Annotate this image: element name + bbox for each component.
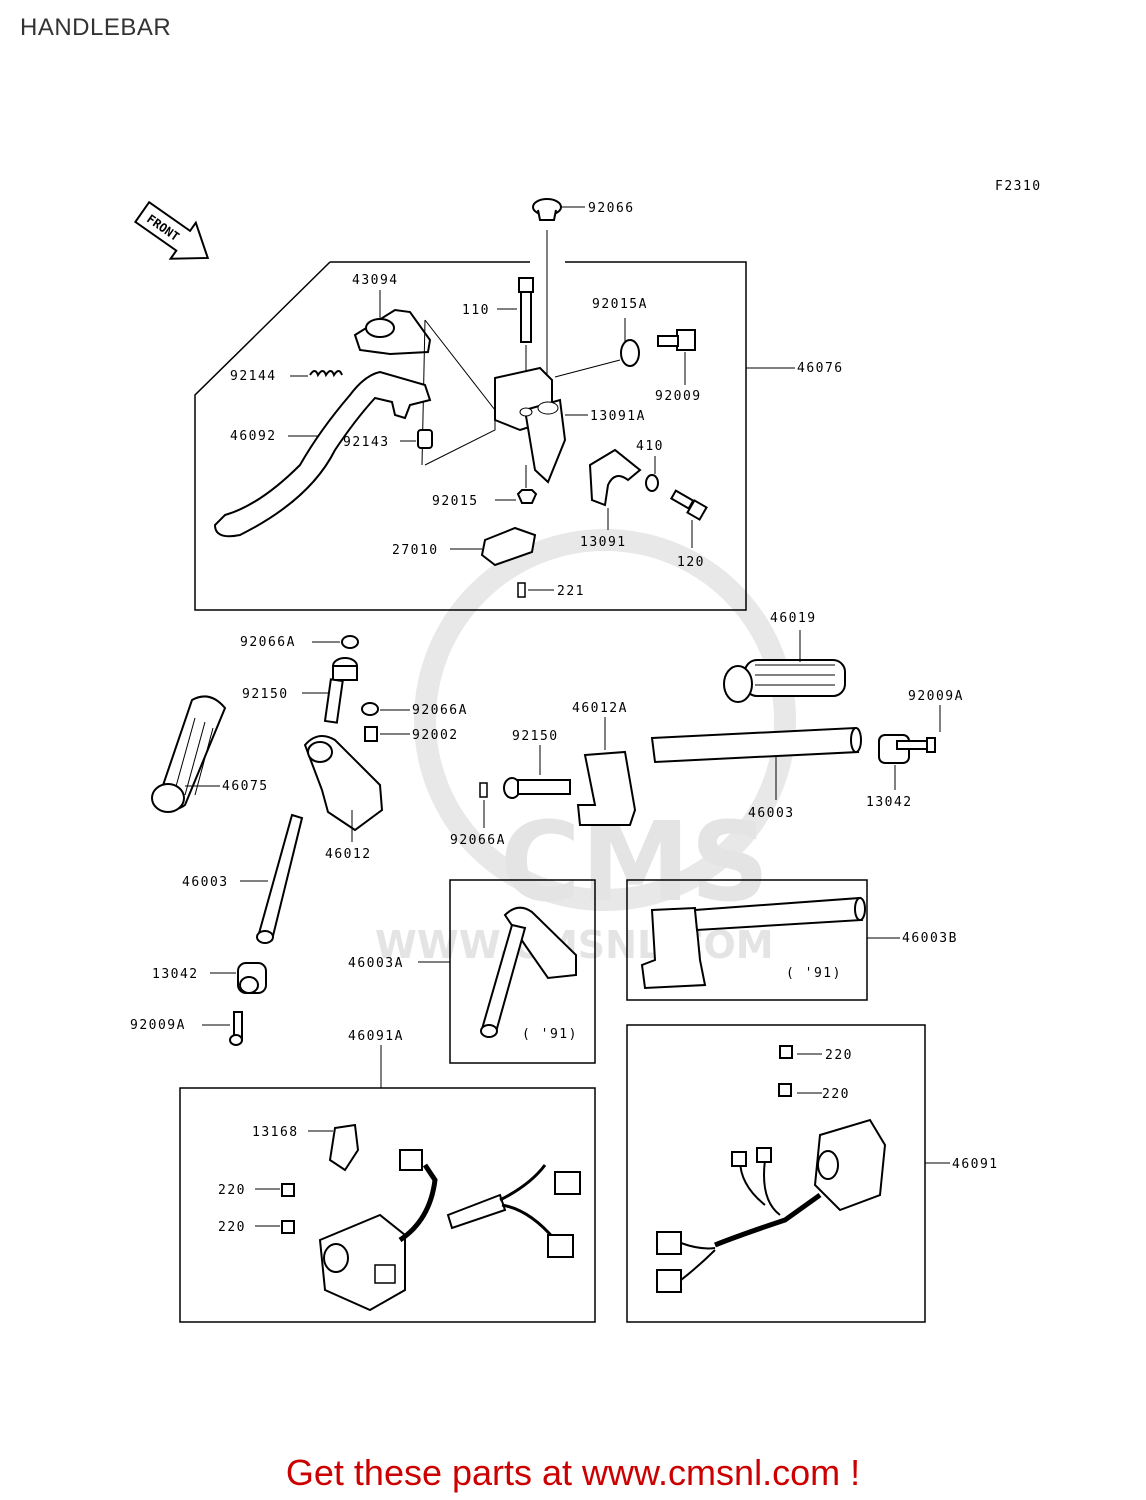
switch-27010 [450,526,537,567]
part-label-46003-2: 46003 [748,806,795,821]
part-label-220-1: 220 [218,1183,246,1198]
part-label-92066a-2: 92066A [412,703,468,718]
part-label-46012a: 46012A [572,701,628,716]
part-label-46003b: 46003B [902,931,958,946]
weight-13042-1 [210,962,267,994]
switch-housing-right [656,1045,887,1293]
washer-92066a-3 [479,782,488,828]
part-label-92009a-2: 92009A [130,1018,186,1033]
part-label-13091: 13091 [580,535,627,550]
part-label-46091a: 46091A [348,1029,404,1044]
nut-92015 [495,465,538,504]
part-label-110: 110 [462,303,490,318]
part-label-13168: 13168 [252,1125,299,1140]
part-label-92009: 92009 [655,389,702,404]
reservoir-cover-43094 [353,290,432,356]
year-note-46003a: ( '91) [522,1027,578,1042]
part-label-410: 410 [636,439,664,454]
part-label-46019: 46019 [770,611,817,626]
cap-92066 [532,198,585,410]
part-label-27010: 27010 [392,543,439,558]
part-label-92143: 92143 [343,435,390,450]
part-label-92150-1: 92150 [242,687,289,702]
screw-120 [669,489,708,548]
part-label-46091: 46091 [952,1157,999,1172]
part-label-92015a: 92015A [592,297,648,312]
nut-92015a [554,318,640,378]
clamp-13091 [588,448,642,530]
screw-92009 [657,329,696,385]
part-label-120: 120 [677,555,705,570]
part-label-46003-1: 46003 [182,875,229,890]
part-label-220-2: 220 [218,1220,246,1235]
part-label-92066a-1: 92066A [240,635,296,650]
box-46091 [626,1024,926,1323]
tube-46003-1 [240,813,304,944]
collar-92143 [400,429,433,449]
bolt-92009a-1 [896,705,941,753]
bolt-92150-1 [302,657,358,724]
figure-code: F2310 [995,179,1042,194]
washer-92066a-1 [312,635,359,649]
part-label-221: 221 [557,584,585,599]
washer-92066a-2 [361,702,410,716]
part-label-46075: 46075 [222,779,269,794]
part-label-13091a: 13091A [590,409,646,424]
washer-410 [645,456,659,492]
part-label-46003a: 46003A [348,956,404,971]
spring-92144 [290,370,343,378]
box-46091a [179,1087,596,1323]
tube-46003-2 [650,726,862,800]
part-label-92009a-1: 92009A [908,689,964,704]
part-label-92150-2: 92150 [512,729,559,744]
bolt-92009a-2 [202,1011,243,1046]
part-label-220-4: 220 [822,1087,850,1102]
watermark-brand: CMS [500,798,769,926]
handlebar-46003b [640,896,866,990]
box-46003b [626,879,868,1001]
part-label-92066: 92066 [588,201,635,216]
part-label-46012: 46012 [325,847,372,862]
year-note-46003b: ( '91) [786,966,842,981]
part-label-92015: 92015 [432,494,479,509]
front-arrow: FRONT [133,200,210,260]
page-title: HANDLEBAR [20,14,172,41]
part-label-13042-2: 13042 [866,795,913,810]
watermark: CMS WWW.CMSNL.COM [375,529,796,967]
footer-link[interactable]: Get these parts at www.cmsnl.com ! [285,1452,861,1493]
box-46003a [449,879,596,1064]
clamp-46012a [576,717,637,826]
parts-diagram: CMS WWW.CMSNL.COM F2310 FRONT 92066 4309… [130,179,1042,1323]
part-label-92144: 92144 [230,369,277,384]
part-label-46092: 46092 [230,429,277,444]
grip-46019 [723,630,846,703]
screw-221 [517,582,554,598]
grip-46075 [151,695,227,813]
switch-housing-left [255,1123,581,1312]
part-label-46076: 46076 [797,361,844,376]
part-label-92002: 92002 [412,728,459,743]
part-label-92066a-3: 92066A [450,833,506,848]
clamp-46012 [303,735,384,842]
handlebar-46003a [480,906,577,1038]
screw-92002 [364,726,410,742]
part-label-43094: 43094 [352,273,399,288]
part-label-13042-1: 13042 [152,967,199,982]
part-label-220-3: 220 [825,1048,853,1063]
lever-46092 [213,370,432,538]
bolt-92150-2 [503,745,571,799]
master-cylinder-body [421,319,588,484]
